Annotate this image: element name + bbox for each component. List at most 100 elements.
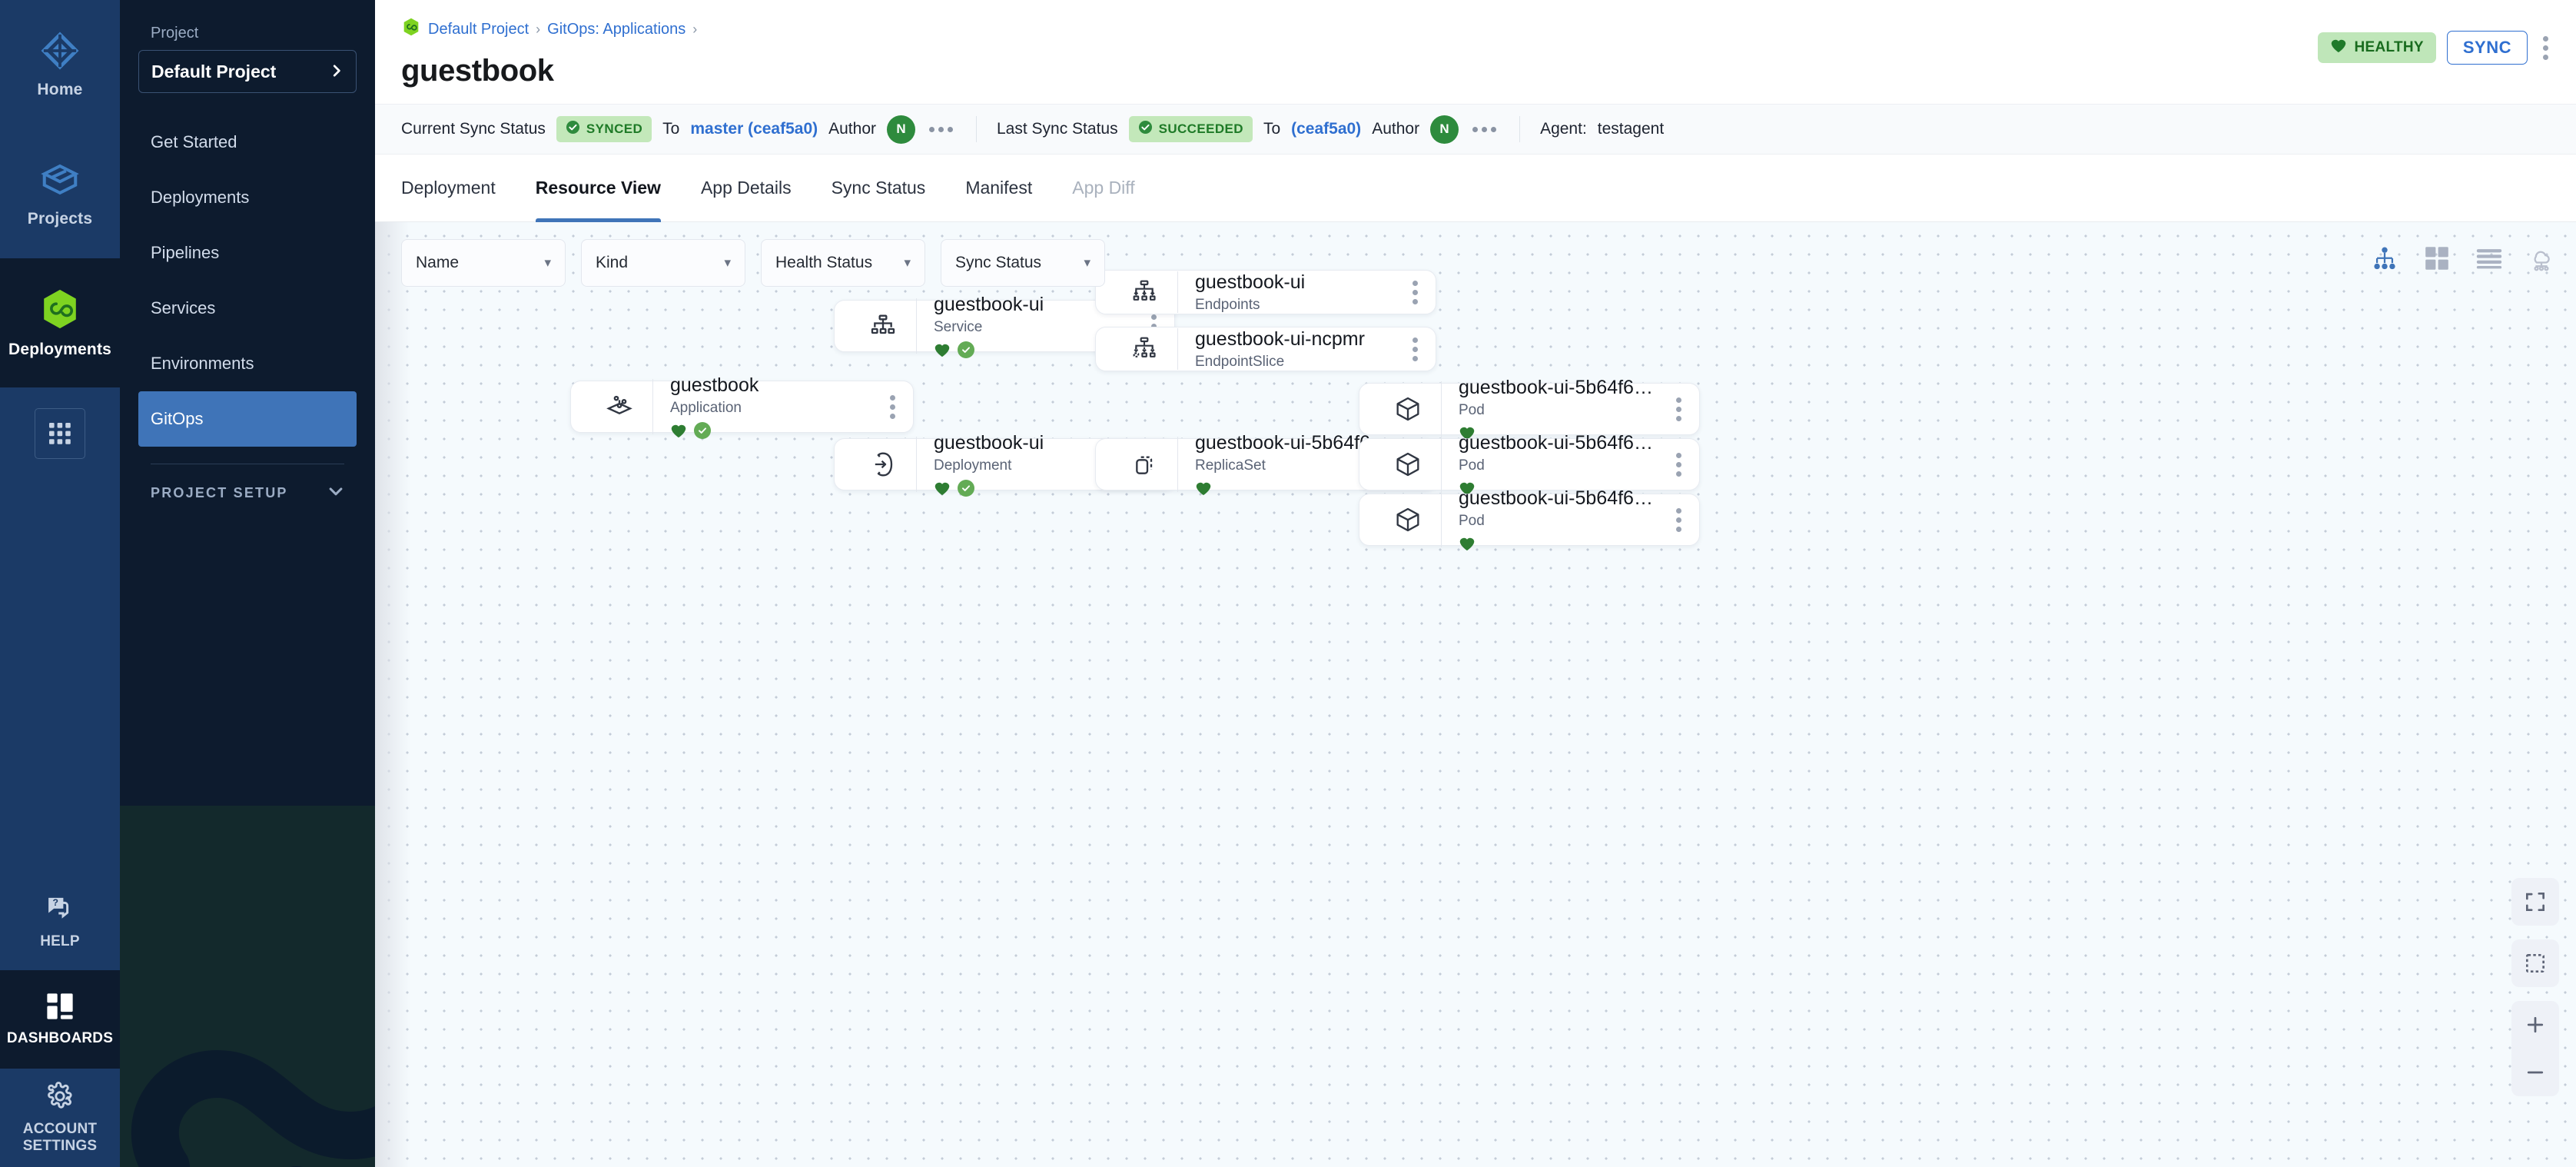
pod-icon	[1379, 449, 1436, 480]
divider	[1441, 437, 1442, 492]
tab-sync-status[interactable]: Sync Status	[831, 178, 926, 198]
current-sync-status-chip: SYNCED	[556, 116, 652, 142]
tab-manifest[interactable]: Manifest	[965, 178, 1033, 198]
endpointslice-icon	[1116, 334, 1173, 364]
breadcrumb-separator: ›	[536, 21, 541, 37]
zoom-in-out-group	[2511, 1001, 2559, 1096]
graph-node-pod[interactable]: guestbook-ui-5b64f6959… Pod	[1359, 432, 1700, 496]
select-box-icon[interactable]	[2511, 939, 2559, 987]
zoom-in-icon[interactable]	[2511, 1001, 2559, 1049]
graph-node-body: guestbook-ui Endpoints	[1195, 271, 1394, 314]
gear-icon	[45, 1081, 75, 1112]
header-actions: HEALTHY SYNC	[2318, 31, 2553, 65]
sidebar-item-label: Deployments	[151, 188, 250, 207]
sync-status-bar: Current Sync Status SYNCED To master (ce…	[375, 104, 2576, 155]
status-badge-health-label: HEALTHY	[2354, 39, 2424, 55]
rail-item-dashboards[interactable]: DASHBOARDS	[0, 970, 120, 1069]
graph-node-menu-icon[interactable]	[1394, 276, 1436, 309]
graph-node-menu-icon[interactable]	[1658, 448, 1699, 481]
graph-node-endpoints[interactable]: guestbook-ui Endpoints	[1095, 270, 1436, 314]
last-sync-revision-link[interactable]: (ceaf5a0)	[1291, 120, 1362, 138]
divider	[1177, 437, 1178, 492]
check-circle-icon	[1138, 120, 1153, 138]
deployments-infinity-icon	[38, 287, 82, 331]
graph-node-status	[934, 341, 1133, 358]
graph-node-menu-icon[interactable]	[1658, 504, 1699, 537]
divider	[976, 116, 977, 142]
sidebar-item-pipelines[interactable]: Pipelines	[138, 225, 357, 281]
resource-graph-canvas[interactable]: Name ▾ Kind ▾ Health Status ▾ Sync Statu…	[375, 222, 2576, 1167]
sync-button[interactable]: SYNC	[2446, 31, 2528, 65]
filter-name[interactable]: Name ▾	[401, 239, 566, 287]
health-heart-icon	[670, 423, 687, 438]
project-selector[interactable]: Default Project	[138, 50, 357, 93]
sync-check-icon	[958, 341, 974, 358]
current-sync-more-icon[interactable]	[926, 124, 956, 135]
zoom-out-icon[interactable]	[2511, 1049, 2559, 1096]
graph-node-status	[1459, 424, 1658, 441]
agent-value: testagent	[1597, 120, 1665, 138]
tab-resource-view[interactable]: Resource View	[516, 155, 681, 222]
graph-node-endpointslice[interactable]: guestbook-ui-ncpmr EndpointSlice	[1095, 327, 1436, 371]
dashboards-icon	[45, 992, 75, 1021]
filter-kind[interactable]: Kind ▾	[581, 239, 745, 287]
heart-icon	[2330, 38, 2347, 58]
avatar: N	[1430, 115, 1459, 144]
sidebar-item-get-started[interactable]: Get Started	[138, 115, 357, 170]
sidebar-project-setup[interactable]: PROJECT SETUP	[138, 464, 357, 521]
deployment-icon	[855, 449, 911, 480]
health-heart-icon	[934, 342, 951, 357]
project-selector-name: Default Project	[151, 61, 277, 81]
rail-item-home[interactable]: Home	[0, 0, 120, 129]
list-view-icon[interactable]	[2475, 244, 2504, 273]
sidebar-item-deployments[interactable]: Deployments	[138, 170, 357, 225]
graph-node-menu-icon[interactable]	[1394, 333, 1436, 366]
rail-item-account-settings[interactable]: ACCOUNT SETTINGS	[0, 1069, 120, 1167]
divider	[652, 379, 653, 434]
page-header: Default Project › GitOps: Applications ›…	[375, 0, 2576, 88]
rail-item-deployments[interactable]: Deployments	[0, 258, 120, 387]
filter-health-status[interactable]: Health Status ▾	[761, 239, 925, 287]
graph-node-name: guestbook-ui-5b64f6959…	[1459, 377, 1658, 398]
current-sync-status-label: Current Sync Status	[401, 120, 546, 138]
graph-node-body: guestbook-ui-ncpmr EndpointSlice	[1195, 328, 1394, 371]
grid-view-icon[interactable]	[2422, 244, 2452, 273]
graph-node-menu-icon[interactable]	[1658, 393, 1699, 426]
check-circle-icon	[566, 120, 580, 138]
network-cloud-view-icon[interactable]	[2527, 244, 2556, 273]
primary-icon-rail: Home Projects	[0, 0, 120, 1167]
apps-grid-button[interactable]	[0, 387, 120, 480]
graph-node-pod[interactable]: guestbook-ui-5b64f6959… Pod	[1359, 487, 1700, 551]
graph-node-name: guestbook	[670, 374, 759, 396]
sidebar-item-services[interactable]: Services	[138, 281, 357, 336]
last-sync-more-icon[interactable]	[1469, 124, 1499, 135]
kebab-vertical-icon[interactable]	[2538, 32, 2553, 65]
replicaset-icon	[1116, 449, 1173, 480]
rail-item-help[interactable]: ? HELP	[0, 872, 120, 970]
chevron-down-icon: ▾	[724, 255, 731, 270]
tab-app-details[interactable]: App Details	[700, 178, 792, 198]
graph-node-status	[934, 480, 1133, 497]
tab-bar: Deployment Resource View App Details Syn…	[375, 155, 2576, 222]
filter-sync-status[interactable]: Sync Status ▾	[941, 239, 1105, 287]
divider	[1441, 381, 1442, 437]
rail-item-projects[interactable]: Projects	[0, 129, 120, 258]
graph-node-pod[interactable]: guestbook-ui-5b64f6959… Pod	[1359, 377, 1700, 441]
tab-deployment[interactable]: Deployment	[401, 178, 496, 198]
health-heart-icon	[1459, 425, 1476, 441]
last-sync-status-label: Last Sync Status	[997, 120, 1118, 138]
sidebar-item-environments[interactable]: Environments	[138, 336, 357, 391]
status-badge-health: HEALTHY	[2318, 32, 2436, 63]
breadcrumb-item-gitops-applications[interactable]: GitOps: Applications	[547, 20, 686, 38]
apps-grid-icon	[35, 408, 85, 459]
graph-node-body: guestbook-ui-5b64f69597 ReplicaSet	[1195, 432, 1394, 497]
divider	[1441, 492, 1442, 547]
graph-node-menu-icon[interactable]	[871, 391, 913, 424]
tree-view-icon[interactable]	[2370, 244, 2399, 273]
breadcrumb-item-default-project[interactable]: Default Project	[428, 20, 529, 38]
chevron-right-icon	[330, 62, 344, 82]
fit-screen-icon[interactable]	[2511, 878, 2559, 926]
sidebar-item-gitops[interactable]: GitOps	[138, 391, 357, 447]
graph-node-application[interactable]: guestbook Application	[570, 374, 914, 439]
current-sync-revision-link[interactable]: master (ceaf5a0)	[690, 120, 818, 138]
